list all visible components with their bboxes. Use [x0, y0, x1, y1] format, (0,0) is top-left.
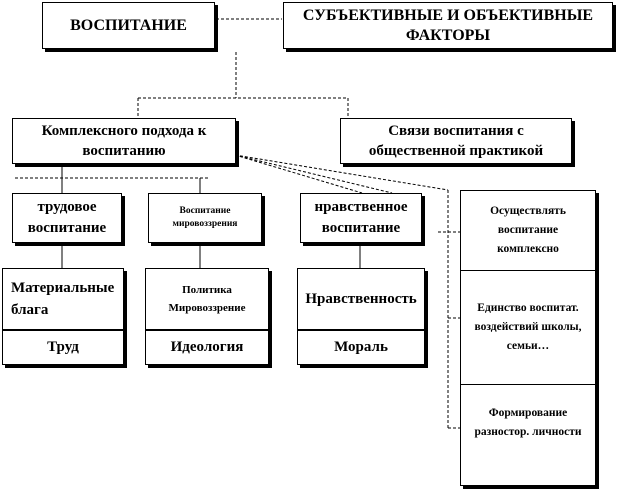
principle-integrated: Осуществлять воспитание комплексно [461, 191, 595, 271]
connector-to-moral-2 [234, 154, 363, 194]
principle-unity-label: Единство воспитат. воздействий школы, се… [474, 302, 582, 352]
connector-to-principles [234, 154, 449, 191]
social-practice-box: Связи воспитания с общественной практико… [340, 118, 572, 164]
complex-approach-label: Комплексного подхода к воспитанию [41, 123, 207, 159]
worldview-upbringing-label: Воспитание мировоззрения [172, 206, 238, 229]
factors-box: СУБЪЕКТИВНЫЕ И ОБЪЕКТИВНЫЕ ФАКТОРЫ [283, 2, 613, 49]
material-goods-box: Материальные блага [2, 268, 124, 330]
labor-upbringing-box: трудовое воспитание [12, 193, 122, 243]
principle-development-label: Формирование разностор. личности [474, 407, 582, 438]
politics-worldview-box: Политика Мировоззрение [145, 268, 269, 330]
morality-label: Нравственность [305, 291, 417, 307]
upbringing-label: ВОСПИТАНИЕ [70, 16, 187, 34]
connector-to-moral [234, 154, 393, 194]
moral-upbringing-box: нравственное воспитание [300, 193, 422, 243]
politics-worldview-label: Политика Мировоззрение [168, 284, 246, 314]
morality-box: Нравственность [297, 268, 425, 330]
ideology-result-box: Идеология [145, 330, 269, 365]
principle-development: Формирование разностор. личности [461, 385, 595, 461]
principle-integrated-label: Осуществлять воспитание комплексно [490, 205, 566, 255]
principle-unity: Единство воспитат. воздействий школы, се… [461, 271, 595, 385]
ideology-result-label: Идеология [170, 339, 244, 355]
labor-result-label: Труд [47, 339, 79, 355]
upbringing-box: ВОСПИТАНИЕ [42, 2, 215, 49]
moral-upbringing-label: нравственное воспитание [314, 199, 408, 236]
complex-approach-box: Комплексного подхода к воспитанию [12, 118, 236, 164]
social-practice-label: Связи воспитания с общественной практико… [368, 123, 544, 159]
factors-label: СУБЪЕКТИВНЫЕ И ОБЪЕКТИВНЫЕ ФАКТОРЫ [302, 6, 594, 44]
moral-result-box: Мораль [297, 330, 425, 365]
principles-column: Осуществлять воспитание комплексно Единс… [460, 190, 596, 486]
moral-result-label: Мораль [334, 339, 388, 355]
material-goods-label: Материальные блага [11, 280, 115, 318]
worldview-upbringing-box: Воспитание мировоззрения [148, 193, 262, 243]
labor-upbringing-label: трудовое воспитание [27, 199, 107, 236]
labor-result-box: Труд [2, 330, 124, 365]
